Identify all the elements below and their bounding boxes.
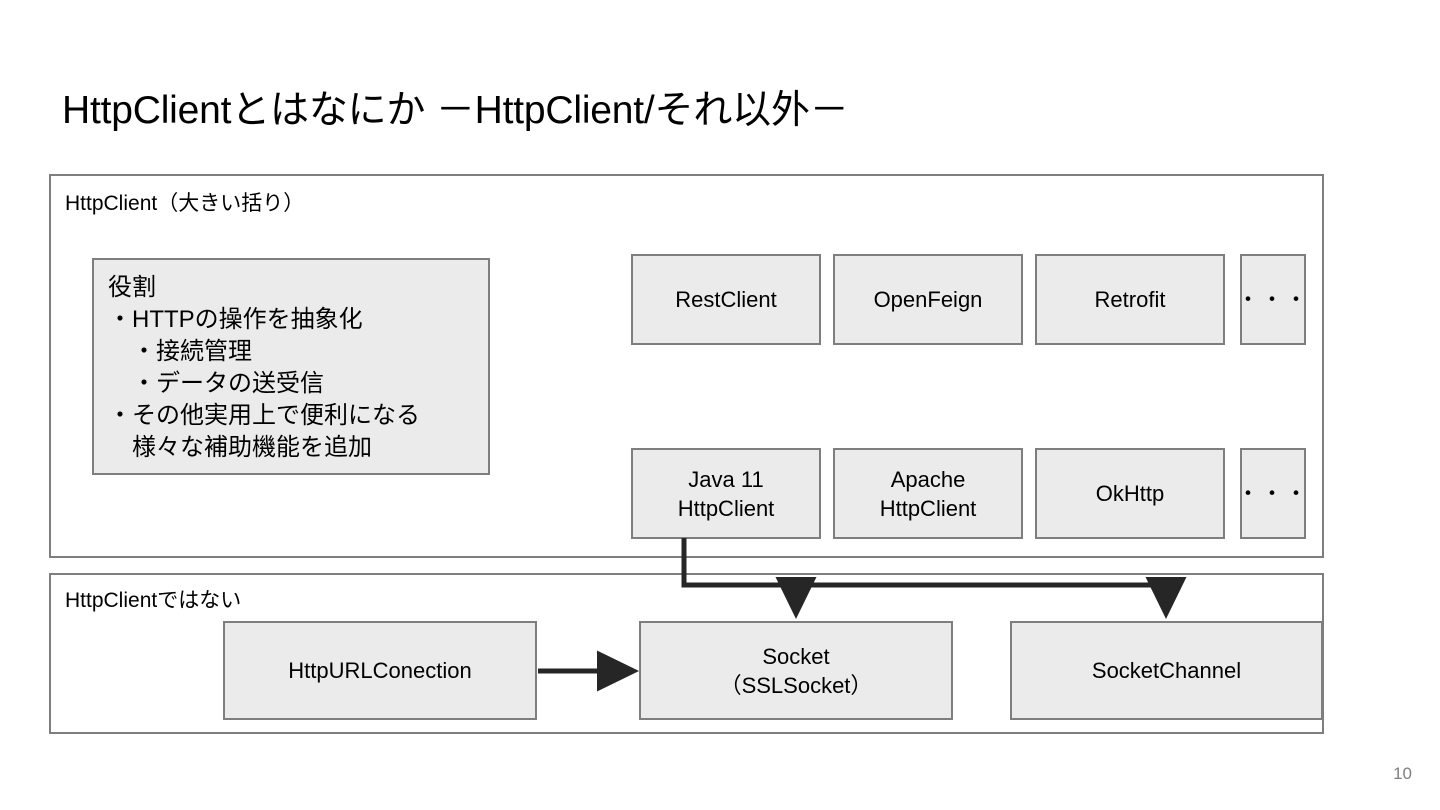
node-apache-httpclient[interactable]: Apache HttpClient xyxy=(833,448,1023,539)
node-openfeign[interactable]: OpenFeign xyxy=(833,254,1023,345)
node-retrofit[interactable]: Retrofit xyxy=(1035,254,1225,345)
node-socket[interactable]: Socket （SSLSocket） xyxy=(639,621,953,720)
node-socketchannel[interactable]: SocketChannel xyxy=(1010,621,1323,720)
page-number: 10 xyxy=(1393,764,1412,783)
node-more-low-level-clients: ・・・ xyxy=(1237,448,1307,539)
node-more-high-level-clients: ・・・ xyxy=(1237,254,1307,345)
node-restclient[interactable]: RestClient xyxy=(631,254,821,345)
role-description-box: 役割 ・HTTPの操作を抽象化 ・接続管理 ・データの送受信 ・その他実用上で便… xyxy=(92,258,490,475)
node-okhttp[interactable]: OkHttp xyxy=(1035,448,1225,539)
group-not-httpclient-label: HttpClientではない xyxy=(65,589,242,612)
page-title: HttpClientとはなにか －HttpClient/それ以外－ xyxy=(62,89,849,132)
node-java11-httpclient[interactable]: Java 11 HttpClient xyxy=(631,448,821,539)
node-httpurlconnection[interactable]: HttpURLConection xyxy=(223,621,537,720)
group-httpclient-label: HttpClient（大きい括り） xyxy=(65,192,305,215)
